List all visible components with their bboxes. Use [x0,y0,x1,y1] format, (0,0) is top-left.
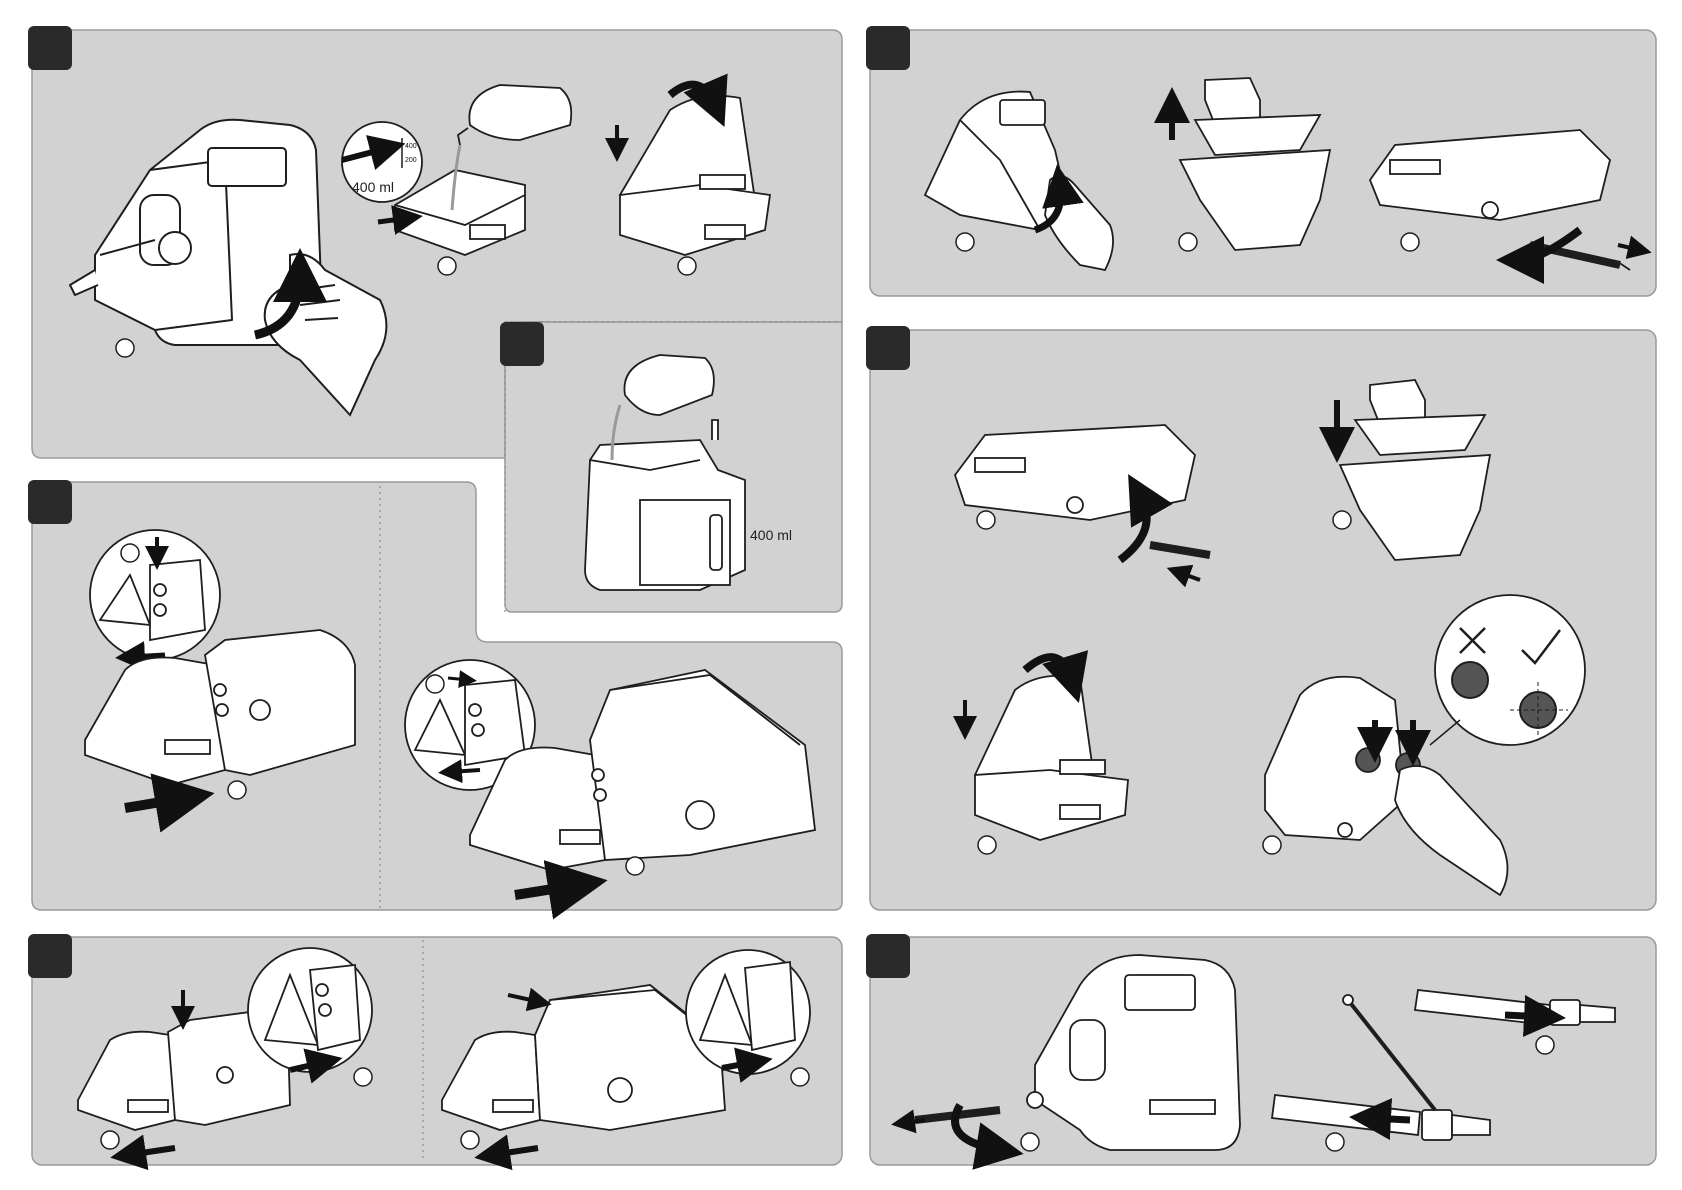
step-marker-circle [1536,1036,1554,1054]
step-marker-circle [626,857,644,875]
valve-incorrect [1452,662,1488,698]
step-marker-circle [978,836,996,854]
step-badge-1 [28,26,72,70]
step-marker-circle [101,1131,119,1149]
step-marker-circle [1326,1133,1344,1151]
step-marker-circle [1401,233,1419,251]
step-badge-3 [28,480,72,524]
step-marker-circle [461,1131,479,1149]
step-marker-circle [791,1068,809,1086]
step-marker-circle [121,544,139,562]
step-marker-circle [426,675,444,693]
step-marker-circle [678,257,696,275]
arrow-left-icon [450,770,480,772]
step-marker-circle [116,339,134,357]
step-marker-circle [1021,1133,1039,1151]
fill-level-400: 400 [405,143,417,150]
step-marker-circle [1333,511,1351,529]
step-badge-5 [866,26,910,70]
fill-level-200: 200 [405,157,417,164]
fill-level-callout: 400 200 400 ml [342,122,422,202]
step-marker-circle [977,511,995,529]
step-marker-circle [228,781,246,799]
step-badge-6 [866,326,910,370]
arrow-left-icon [1370,1118,1410,1120]
step-marker-circle [354,1068,372,1086]
step-marker-circle [956,233,974,251]
step-marker-circle [1263,836,1281,854]
arrow-right-icon [448,678,468,680]
step-badge-7 [866,934,910,978]
step-marker-circle [438,257,456,275]
step-badge-2 [500,322,544,366]
volume-label-small: 400 ml [352,179,394,195]
arrow-right-icon [1505,1015,1545,1017]
step-badge-4 [28,934,72,978]
volume-label-large: 400 ml [750,527,792,543]
step-marker-circle [1179,233,1197,251]
